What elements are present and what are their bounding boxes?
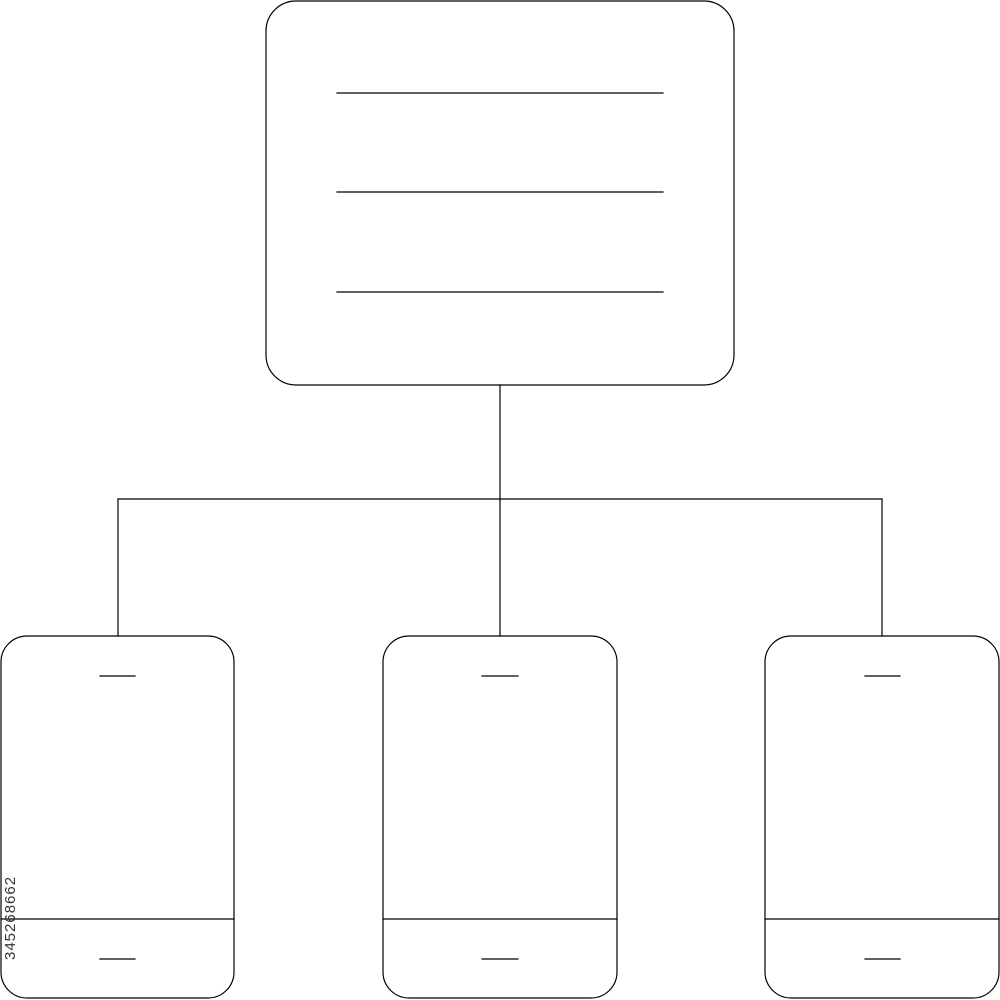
- smartphone-icon-right: [764, 635, 1000, 999]
- stock-image-id: 345268662: [2, 875, 19, 960]
- phone-body: [764, 635, 1000, 999]
- connector-lines: [117, 384, 883, 637]
- root-document-panel: [265, 0, 735, 386]
- smartphone-icon-middle: [382, 635, 618, 999]
- phone-body: [382, 635, 618, 999]
- root-panel-frame: [265, 0, 735, 386]
- smartphone-icon-left: [0, 635, 235, 999]
- phone-body: [0, 635, 235, 999]
